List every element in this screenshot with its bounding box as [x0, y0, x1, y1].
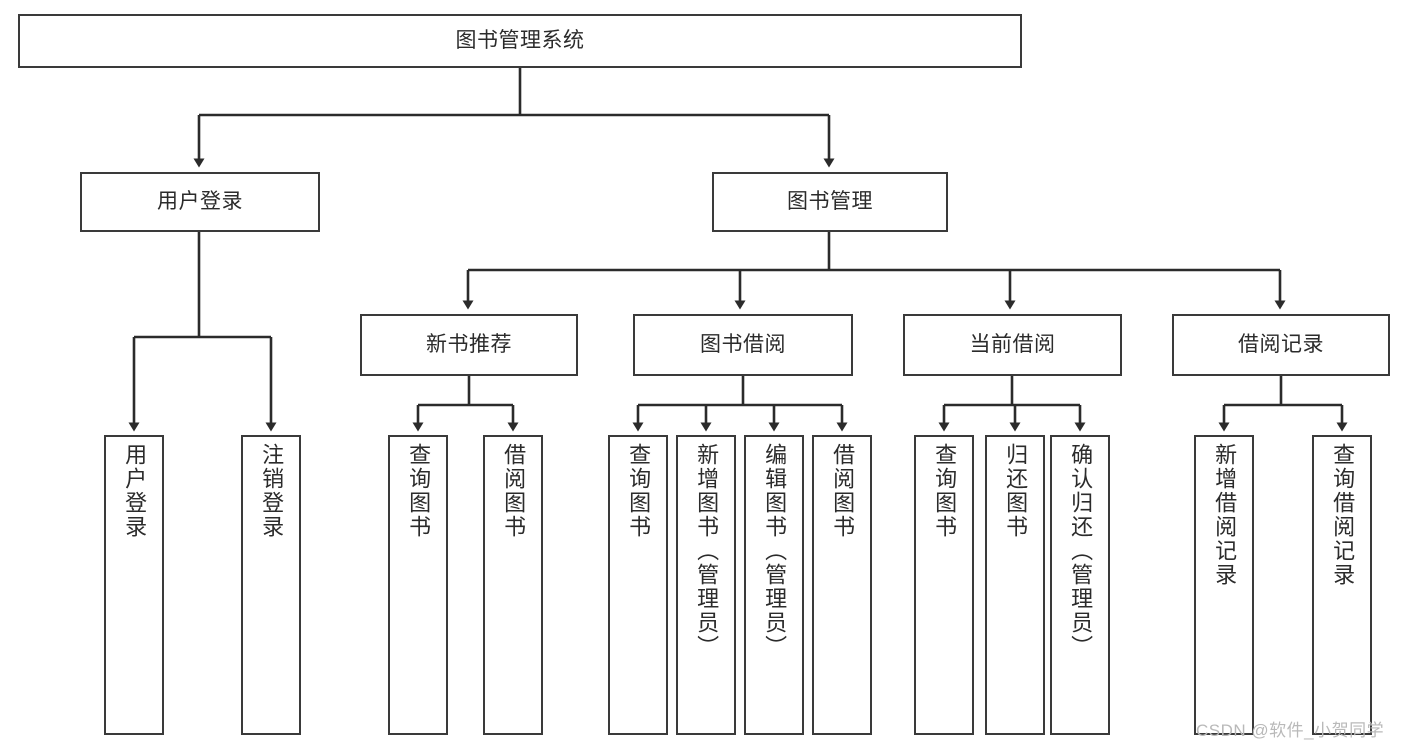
- leaf-query-record[interactable]: 查询借阅记录: [1312, 435, 1372, 735]
- leaf-borrow-book-2[interactable]: 借阅图书: [812, 435, 872, 735]
- node-new-book-recommend[interactable]: 新书推荐: [360, 314, 578, 376]
- leaf-edit-book-label: 编辑图书（管理员）: [762, 443, 788, 659]
- node-root-label: 图书管理系统: [455, 28, 585, 52]
- node-book-manage[interactable]: 图书管理: [712, 172, 948, 232]
- leaf-query-book-3[interactable]: 查询图书: [914, 435, 974, 735]
- leaf-user-login-label: 用户登录: [122, 443, 148, 539]
- leaf-borrow-book-2-label: 借阅图书: [830, 443, 856, 539]
- leaf-add-book[interactable]: 新增图书（管理员）: [676, 435, 736, 735]
- leaf-edit-book[interactable]: 编辑图书（管理员）: [744, 435, 804, 735]
- leaf-query-book-1[interactable]: 查询图书: [388, 435, 448, 735]
- node-user-login[interactable]: 用户登录: [80, 172, 320, 232]
- node-user-login-label: 用户登录: [157, 189, 243, 213]
- leaf-add-record[interactable]: 新增借阅记录: [1194, 435, 1254, 735]
- leaf-borrow-book-1-label: 借阅图书: [501, 443, 527, 539]
- leaf-add-book-label: 新增图书（管理员）: [694, 443, 720, 659]
- leaf-borrow-book-1[interactable]: 借阅图书: [483, 435, 543, 735]
- leaf-return-book[interactable]: 归还图书: [985, 435, 1045, 735]
- leaf-confirm-return[interactable]: 确认归还（管理员）: [1050, 435, 1110, 735]
- leaf-query-record-label: 查询借阅记录: [1330, 443, 1356, 587]
- leaf-query-book-3-label: 查询图书: [932, 443, 958, 539]
- leaf-user-login[interactable]: 用户登录: [104, 435, 164, 735]
- leaf-add-record-label: 新增借阅记录: [1212, 443, 1238, 587]
- csdn-watermark: CSDN @软件_小贺同学: [1196, 721, 1385, 740]
- leaf-query-book-1-label: 查询图书: [406, 443, 432, 539]
- leaf-return-book-label: 归还图书: [1003, 443, 1029, 539]
- leaf-query-book-2[interactable]: 查询图书: [608, 435, 668, 735]
- node-new-book-recommend-label: 新书推荐: [426, 332, 512, 356]
- leaf-logout[interactable]: 注销登录: [241, 435, 301, 735]
- node-borrow-record-label: 借阅记录: [1238, 332, 1324, 356]
- node-book-manage-label: 图书管理: [787, 189, 873, 213]
- leaf-query-book-2-label: 查询图书: [626, 443, 652, 539]
- leaf-confirm-return-label: 确认归还（管理员）: [1068, 443, 1094, 659]
- leaf-logout-label: 注销登录: [259, 443, 285, 539]
- node-root[interactable]: 图书管理系统: [18, 14, 1022, 68]
- node-borrow-record[interactable]: 借阅记录: [1172, 314, 1390, 376]
- node-book-borrow[interactable]: 图书借阅: [633, 314, 853, 376]
- node-book-borrow-label: 图书借阅: [700, 332, 786, 356]
- node-current-borrow-label: 当前借阅: [969, 332, 1056, 356]
- node-current-borrow[interactable]: 当前借阅: [903, 314, 1122, 376]
